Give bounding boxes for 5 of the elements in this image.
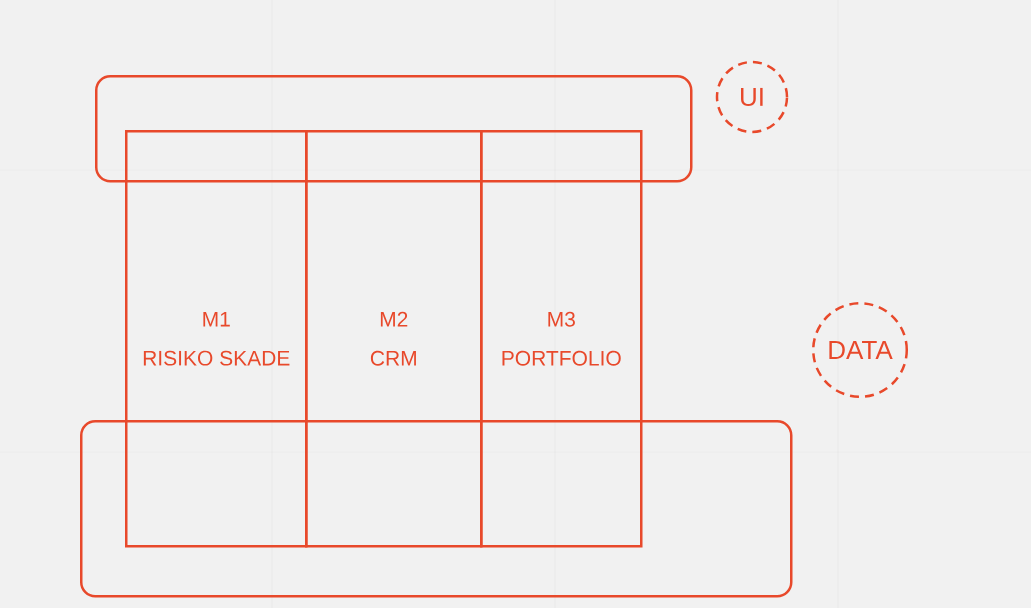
layer-band <box>95 75 693 183</box>
module-column: M3 PORTFOLIO <box>480 130 643 548</box>
module-column: M1 RISIKO SKADE <box>125 130 308 548</box>
layer-band <box>80 420 793 598</box>
module-column: M2 CRM <box>305 130 483 548</box>
